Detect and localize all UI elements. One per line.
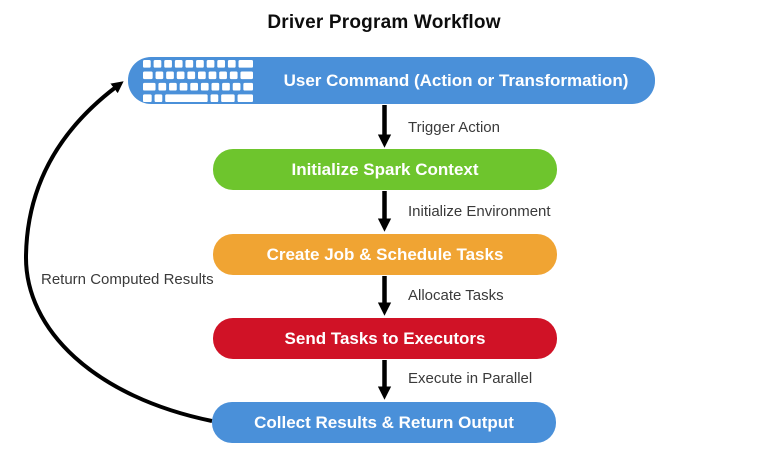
edge-label-return-computed-results: Return Computed Results [41,271,214,288]
node-send-tasks-to-executors-label: Send Tasks to Executors [284,328,486,348]
node-initialize-spark-context: Initialize Spark Context [213,149,557,190]
keyboard-icon [143,59,253,102]
node-collect-results-return-output: Collect Results & Return Output [212,402,556,443]
edge-label-initialize-environment: Initialize Environment [408,203,551,220]
node-user-command-label: User Command (Action or Transformation) [283,70,629,90]
node-collect-results-return-output-label: Collect Results & Return Output [254,412,514,432]
arrow-return-computed-results [23,81,213,423]
node-send-tasks-to-executors: Send Tasks to Executors [213,318,557,359]
node-create-job-schedule-tasks: Create Job & Schedule Tasks [213,234,557,275]
node-initialize-spark-context-label: Initialize Spark Context [291,159,479,179]
edge-label-allocate-tasks: Allocate Tasks [408,287,504,304]
edge-label-trigger-action: Trigger Action [408,119,500,136]
node-create-job-schedule-tasks-label: Create Job & Schedule Tasks [266,244,504,264]
diagram-title: Driver Program Workflow [267,12,501,33]
node-user-command: User Command (Action or Transformation) [128,57,655,104]
edge-label-execute-in-parallel: Execute in Parallel [408,370,533,387]
